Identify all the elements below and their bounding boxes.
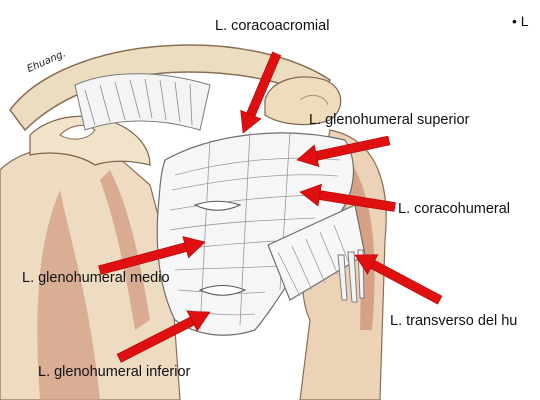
label-transverso: L. transverso del hu: [390, 313, 517, 329]
label-coracoacromial: L. coracoacromial: [215, 18, 329, 34]
bullet-fragment: • L: [512, 13, 529, 29]
label-glenohumeral-superior: L. glenohumeral superior: [309, 112, 469, 128]
label-coracohumeral: L. coracohumeral: [398, 201, 510, 217]
label-glenohumeral-inferior: L. glenohumeral inferior: [38, 364, 190, 380]
label-glenohumeral-medio: L. glenohumeral medio: [22, 270, 170, 286]
